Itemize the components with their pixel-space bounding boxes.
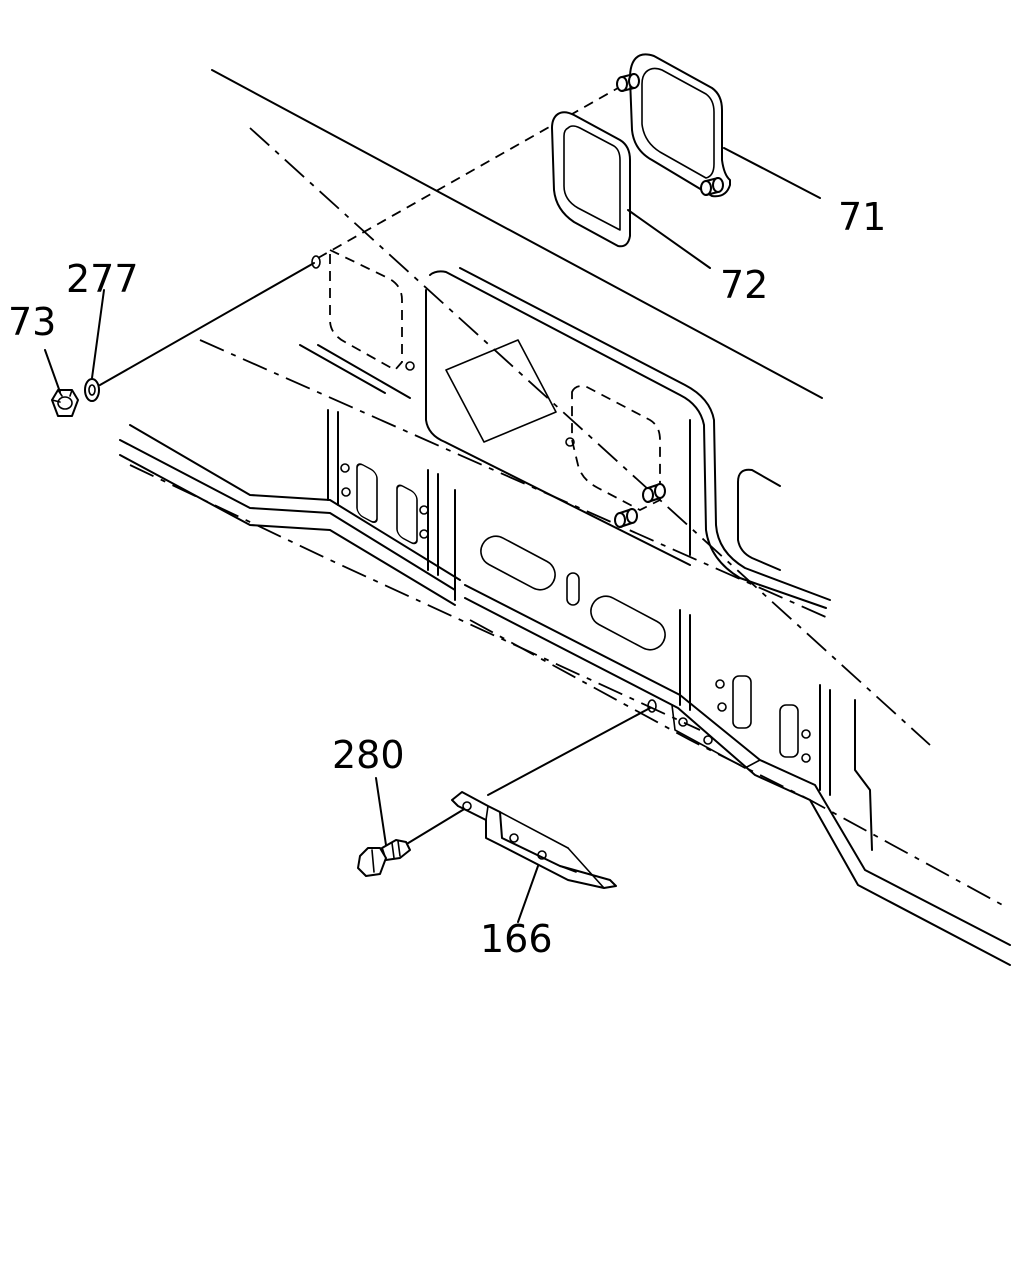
callout-71: 71 bbox=[838, 195, 886, 239]
leader-lines bbox=[44, 147, 821, 923]
stud-pins bbox=[614, 483, 666, 528]
cover-plate-71 bbox=[616, 53, 731, 198]
bolt-280 bbox=[357, 839, 411, 877]
callout-166: 166 bbox=[480, 917, 553, 961]
bracket-166 bbox=[451, 791, 617, 889]
callout-277: 277 bbox=[66, 257, 139, 301]
body-panel bbox=[119, 69, 1011, 966]
callout-73: 73 bbox=[8, 300, 56, 344]
callout-280: 280 bbox=[332, 733, 405, 777]
nut-73 bbox=[51, 389, 79, 417]
callout-72: 72 bbox=[720, 263, 768, 307]
gasket-72 bbox=[551, 111, 631, 248]
washer-277 bbox=[84, 378, 100, 402]
